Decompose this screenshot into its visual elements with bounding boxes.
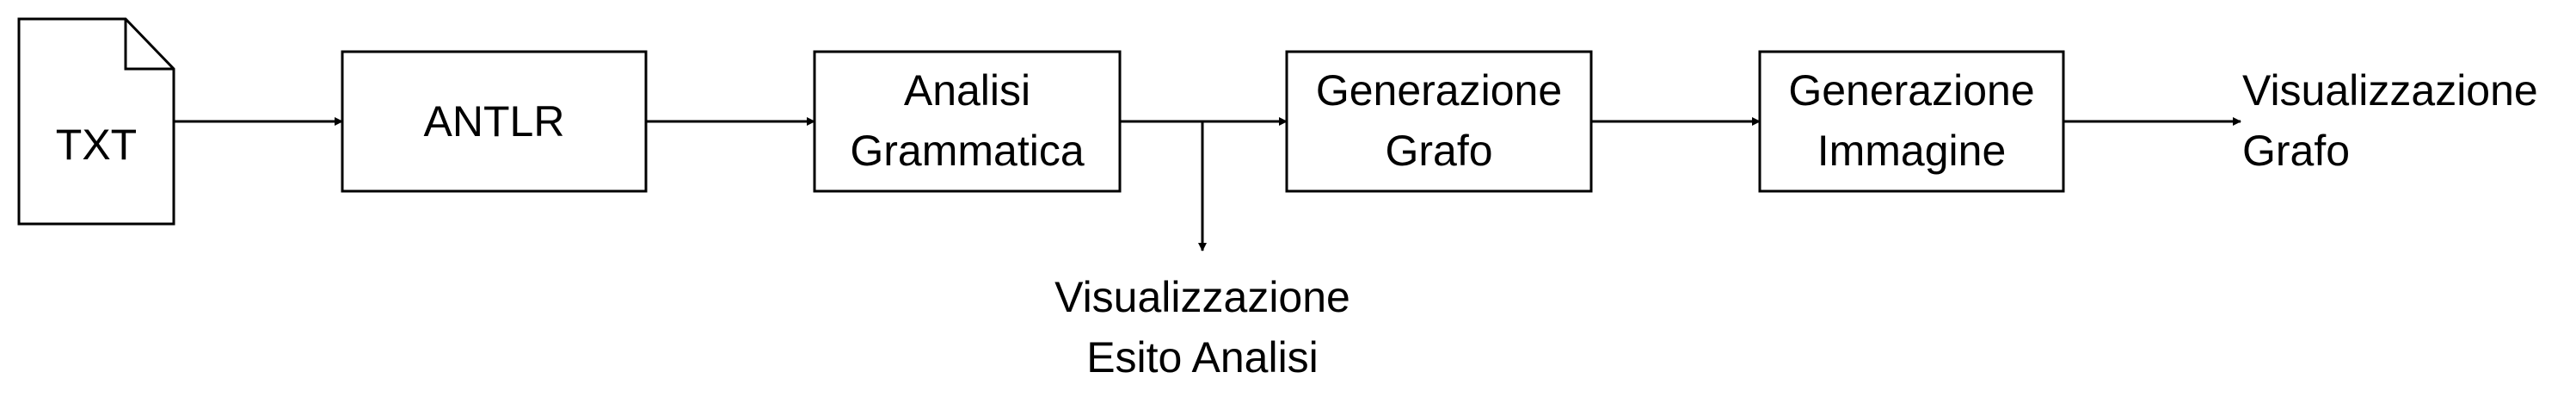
grammar-analysis-node: Analisi Grammatica: [813, 50, 1122, 193]
grammar-analysis-label-line-1: Analisi: [904, 66, 1030, 115]
txt-label: TXT: [56, 121, 137, 169]
graph-view-label-line-1: Visualizzazione: [2242, 66, 2538, 115]
document-fold-corner: [124, 19, 174, 71]
graph-generation-box: [1285, 50, 1593, 193]
analysis-result-label-line-1: Visualizzazione: [1054, 273, 1350, 321]
graph-generation-label-line-1: Generazione: [1316, 66, 1562, 115]
txt-document-node: TXT: [17, 17, 175, 226]
analysis-result-output: Visualizzazione Esito Analisi: [1054, 273, 1350, 381]
analysis-result-label-line-2: Esito Analisi: [1086, 333, 1319, 381]
antlr-label: ANTLR: [424, 97, 565, 146]
graph-view-output: Visualizzazione Grafo: [2242, 66, 2538, 175]
image-generation-label-line-2: Immagine: [1817, 127, 2007, 175]
grammar-analysis-label-line-2: Grammatica: [850, 127, 1084, 175]
antlr-node: ANTLR: [341, 50, 648, 193]
grammar-analysis-box: [813, 50, 1122, 193]
image-generation-box: [1758, 50, 2065, 193]
image-generation-node: Generazione Immagine: [1758, 50, 2065, 193]
graph-generation-label-line-2: Grafo: [1385, 127, 1492, 175]
image-generation-label-line-1: Generazione: [1788, 66, 2034, 115]
graph-view-label-line-2: Grafo: [2242, 127, 2350, 175]
antlr-box: [341, 50, 648, 193]
graph-generation-node: Generazione Grafo: [1285, 50, 1593, 193]
